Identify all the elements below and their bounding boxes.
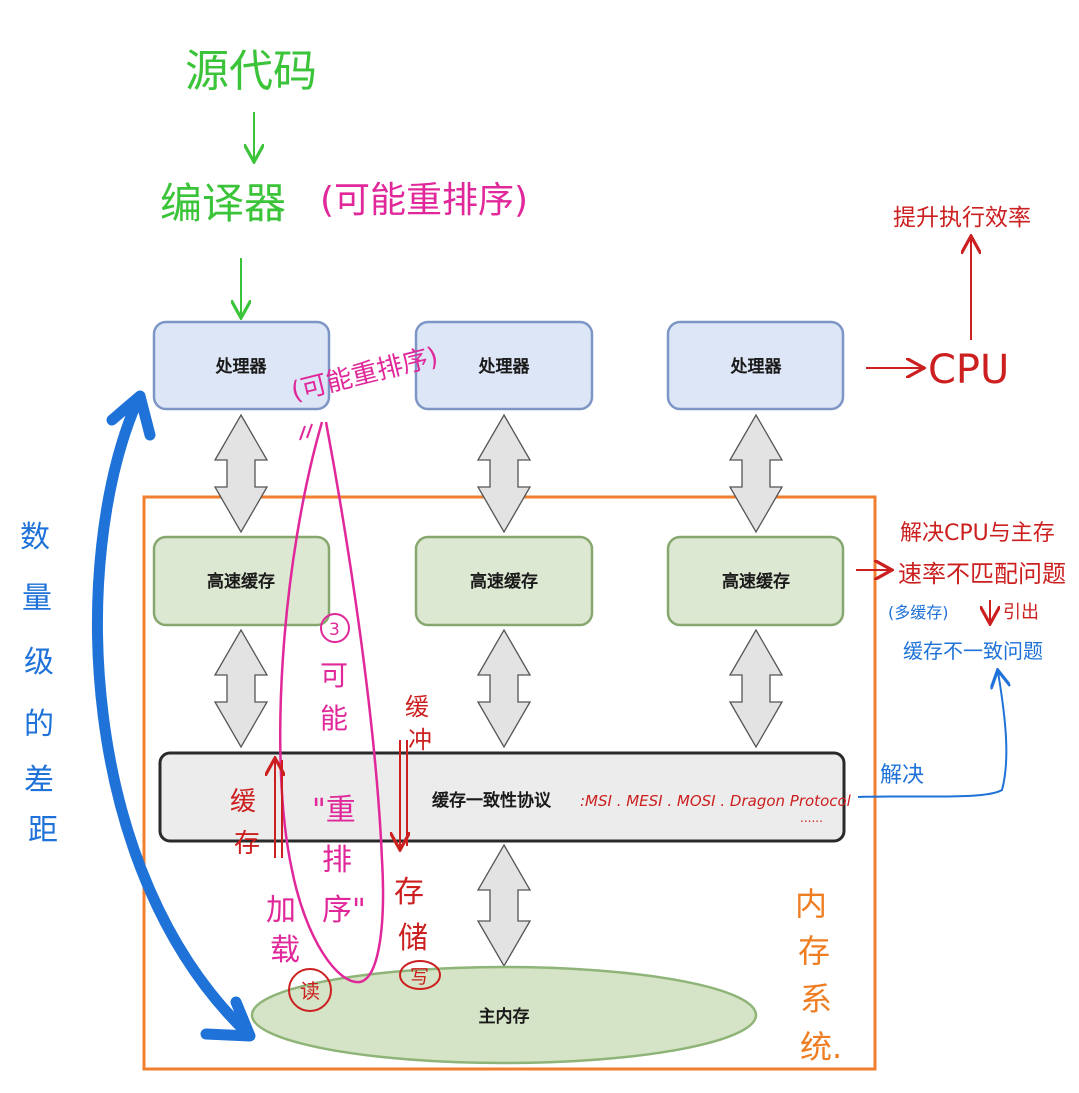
cache-box-2: 高速缓存	[414, 535, 594, 627]
double-arrow	[213, 628, 269, 749]
protocol-label: 缓存一致性协议	[432, 790, 552, 811]
cache-label: 高速缓存	[722, 571, 790, 592]
magnitude-gap-char: 级	[24, 645, 54, 680]
source-code-text: 源代码	[185, 46, 317, 97]
compiler-reorder-note: (可能重排序)	[320, 180, 528, 221]
cpu-label: CPU	[928, 347, 1009, 393]
magnitude-gap-char: 差	[24, 763, 54, 798]
cache-label: 高速缓存	[470, 571, 538, 592]
load-char: 载	[270, 933, 300, 968]
speed-problem-line1: 解决CPU与主存	[900, 521, 1055, 546]
speed-problem-line2: 速率不匹配问题	[898, 560, 1066, 588]
magnitude-gap-char: 数	[20, 520, 50, 555]
reorder-circle-number: 3	[329, 620, 340, 640]
reorder-loop-tick	[299, 423, 313, 441]
cache-box-1: 高速缓存	[152, 535, 331, 627]
reorder-char: "重	[312, 793, 356, 828]
write-text: 写	[410, 966, 429, 988]
main-memory-label: 主内存	[479, 1006, 530, 1027]
memory-system-char: 内	[795, 885, 827, 923]
protocol-memory-arrow	[476, 843, 532, 968]
cache-protocol-arrows	[213, 628, 784, 749]
memory-system-char: 系	[800, 980, 832, 1018]
buffer-down-annotation: 缓 冲	[400, 693, 432, 848]
double-arrow	[728, 413, 784, 534]
magnitude-gap-char: 的	[24, 707, 54, 742]
magnitude-gap-arrowhead-bottom	[200, 996, 256, 1042]
reorder-char: 排	[322, 843, 352, 878]
processor-label: 处理器	[478, 356, 531, 377]
cpu-goal-text: 提升执行效率	[893, 205, 1031, 231]
processor-label: 处理器	[215, 356, 268, 377]
solve-arrow	[857, 672, 1006, 798]
cpu-annotation: CPU 提升执行效率	[866, 205, 1031, 393]
write-circle-icon	[399, 960, 441, 990]
processor-cache-arrows	[213, 413, 784, 534]
solve-text: 解决	[880, 763, 924, 788]
memory-system-char: 统.	[800, 1028, 842, 1066]
main-memory: 主内存	[250, 965, 758, 1065]
reorder-circle-icon	[320, 613, 350, 643]
multi-cache-text: (多缓存)	[888, 603, 949, 622]
store-char: 储	[398, 921, 428, 956]
leads-to-text: 引出	[1003, 602, 1039, 623]
double-arrow	[476, 413, 532, 534]
double-arrow	[728, 628, 784, 749]
speed-problem-annotation: 解决CPU与主存 速率不匹配问题 (多缓存) 引出 缓存不一致问题	[856, 521, 1066, 663]
load-char: 加	[266, 893, 296, 928]
magnitude-gap-char: 距	[28, 813, 58, 848]
protocol-ellipsis: ......	[800, 811, 823, 825]
processor-box-1: 处理器	[152, 320, 331, 411]
store-char: 存	[394, 875, 424, 910]
memory-system-char: 存	[798, 932, 830, 970]
processor-box-2: 处理器	[414, 320, 594, 411]
reorder-char: 序"	[322, 893, 366, 928]
buffer-down-char: 缓	[405, 693, 429, 721]
reorder-loop: 3 可 能 "重 排 序"	[278, 421, 385, 984]
magnitude-gap-arrow	[91, 398, 252, 1038]
cache-box-3: 高速缓存	[666, 535, 845, 627]
buffer-down-char: 冲	[408, 726, 432, 754]
magnitude-gap-annotation: 数 量 级 的 差 距	[20, 390, 256, 1042]
read-circle-icon	[288, 968, 332, 1012]
coherence-protocol-bar: 缓存一致性协议 :MSI . MESI . MOSI . Dragon Prot…	[158, 751, 852, 843]
store-annotation: 存 储 写	[394, 875, 441, 990]
compiler-text: 编译器	[160, 179, 286, 228]
compile-flow: 源代码 编译器 (可能重排序)	[160, 46, 528, 316]
reorder-loop-outline	[278, 421, 385, 984]
double-arrow	[476, 628, 532, 749]
cache-inconsistency-text: 缓存不一致问题	[903, 639, 1043, 663]
reorder-char: 可	[320, 659, 348, 692]
reorder-char: 能	[320, 702, 348, 735]
magnitude-gap-arrowhead-top	[106, 390, 156, 441]
double-arrow	[213, 413, 269, 534]
cache-up-annotation: 缓 存	[230, 760, 282, 859]
processor-box-3: 处理器	[666, 320, 845, 411]
cache-up-char: 存	[234, 829, 260, 859]
solve-annotation: 解决	[857, 672, 1006, 798]
processor-label: 处理器	[730, 356, 783, 377]
magnitude-gap-char: 量	[22, 581, 52, 616]
memory-system-label: 内 存 系 统.	[795, 885, 842, 1066]
cache-up-char: 缓	[230, 787, 256, 817]
cache-label: 高速缓存	[207, 571, 275, 592]
read-text: 读	[300, 979, 320, 1003]
load-annotation: 加 载 读	[266, 893, 332, 1012]
protocol-examples: :MSI . MESI . MOSI . Dragon Protocol	[580, 792, 852, 810]
